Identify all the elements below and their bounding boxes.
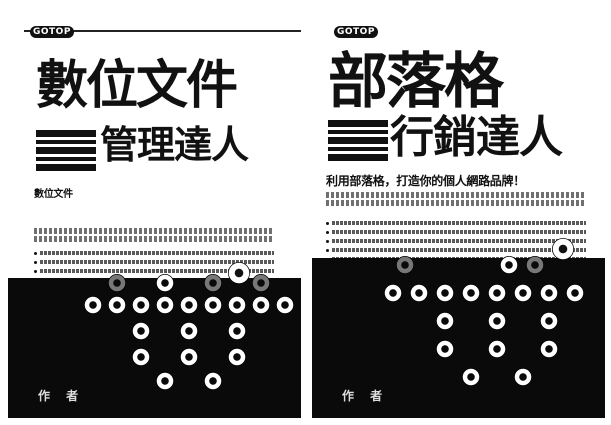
ring-icon [526,256,544,274]
ring-icon [488,284,506,302]
ring-icon [156,372,174,390]
feature-item [326,246,586,254]
blurb-text [34,226,274,244]
book-subtitle: 行銷達人 [390,112,563,163]
feature-item [326,237,586,245]
dark-panel: 作 者 [8,262,301,418]
ring-icon [488,312,506,330]
ring-icon [252,296,270,314]
ring-icon [180,322,198,340]
ring-icon [132,296,150,314]
dark-panel: 作 者 [312,238,605,418]
ring-icon [108,296,126,314]
publisher-logo: GOTOP [334,26,378,38]
author-name: 作 者 [38,389,85,403]
title-bars-decoration [328,120,388,164]
ring-icon [84,296,102,314]
ring-icon [228,322,246,340]
blurb-text [326,190,586,208]
ring-icon [436,284,454,302]
ring-icon [566,284,584,302]
book-tagline: 利用部落格，打造你的個人網路品牌！ [326,173,525,189]
ring-icon [462,368,480,386]
feature-item [34,249,274,257]
book-tagline: 數位文件 [34,188,73,202]
feature-item [34,258,274,266]
ring-icon [228,348,246,366]
ring-icon [180,296,198,314]
feature-item [326,219,586,227]
ring-icon [514,368,532,386]
ring-icon [410,284,428,302]
author-name: 作 者 [342,389,389,403]
ring-icon [384,284,402,302]
ring-icon [552,238,574,260]
book-cover-left: GOTOP 數位文件 管理達人 數位文件 [8,18,301,418]
tagline-line-1: 數位文件 [34,189,73,200]
ring-icon [436,340,454,358]
title-bars-decoration [36,130,96,174]
ring-icon [156,274,174,292]
book-title: 數位文件 [36,55,238,116]
ring-icon [396,256,414,274]
ring-icon [500,256,518,274]
ring-icon [276,296,294,314]
ring-icon [132,322,150,340]
top-rule [24,30,301,32]
ring-icon [228,262,250,284]
ring-icon [204,274,222,292]
ring-icon [156,296,174,314]
ring-icon [180,348,198,366]
ring-icon [108,274,126,292]
ring-icon [540,312,558,330]
ring-icon [540,340,558,358]
ring-icon [132,348,150,366]
ring-icon [204,372,222,390]
ring-icon [488,340,506,358]
ring-icon [204,296,222,314]
ring-icon [514,284,532,302]
book-cover-right: GOTOP 部落格 行銷達人 利用部落格，打造你的個人網路品牌！ [312,18,605,418]
ring-icon [436,312,454,330]
book-subtitle: 管理達人 [100,122,249,167]
ring-icon [462,284,480,302]
ring-icon [228,296,246,314]
feature-item [34,267,274,275]
tagline-line-1: 利用部落格，打造你的個人網路品牌！ [326,174,525,188]
feature-item [326,228,586,236]
ring-icon [540,284,558,302]
book-title: 部落格 [328,47,504,117]
publisher-logo: GOTOP [30,26,74,38]
ring-icon [252,274,270,292]
